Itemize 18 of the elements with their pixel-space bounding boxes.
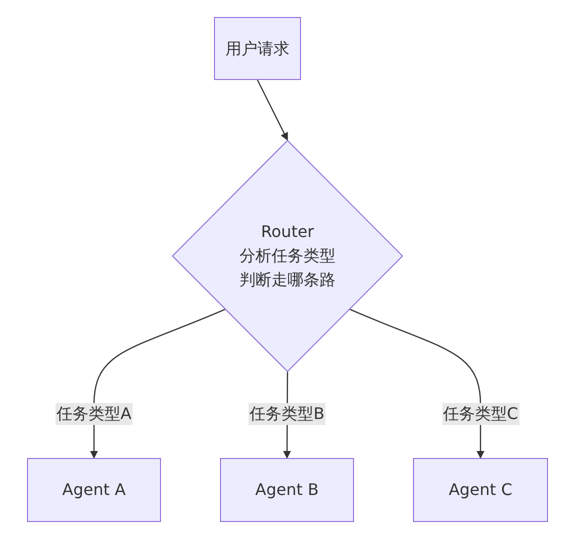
process-box [413, 458, 548, 522]
process-box [27, 458, 161, 522]
node-text: 用户请求 [226, 38, 290, 60]
node-text: 分析任务类型 [240, 245, 336, 267]
edge-label: 任务类型A [56, 403, 132, 425]
arrow [350, 308, 484, 459]
arrow [256, 80, 288, 141]
process-box [220, 458, 354, 522]
node-text: Agent B [255, 479, 319, 501]
node-text: Agent C [448, 479, 512, 501]
node-text: Router [260, 221, 314, 243]
node-text: Agent A [62, 479, 126, 501]
edge-label: 任务类型C [442, 403, 520, 425]
decision-diamond [172, 140, 403, 372]
process-box [214, 17, 301, 80]
node-text: 判断走哪条路 [240, 269, 336, 291]
edge-label: 任务类型B [248, 403, 326, 425]
arrow [90, 308, 226, 459]
